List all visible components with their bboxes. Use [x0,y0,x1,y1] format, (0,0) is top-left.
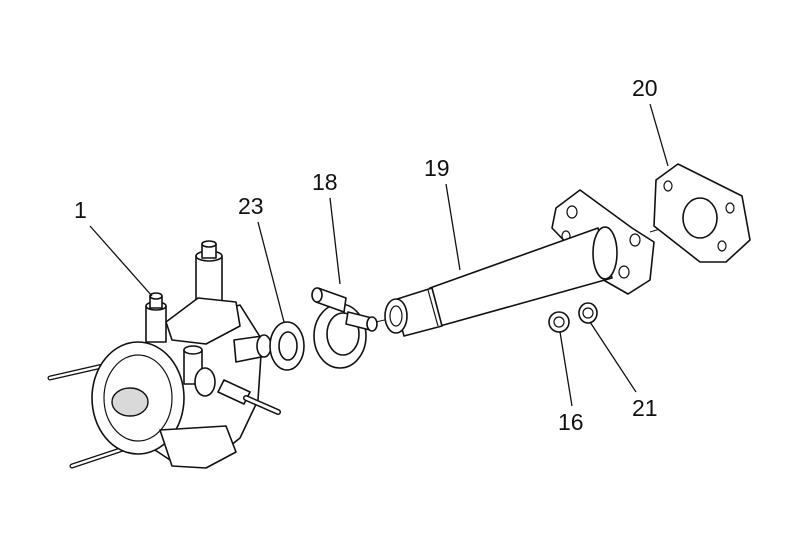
callout-labels: 1 23 18 19 20 16 21 [74,75,658,435]
callout-23: 23 [238,193,264,219]
leader-23 [257,221,285,323]
callout-1: 1 [74,197,87,223]
leader-21 [589,321,637,393]
callout-21: 21 [632,395,658,421]
callout-19: 19 [424,155,450,181]
gasket-ring-part-23 [269,321,305,371]
leader-16 [559,331,573,407]
leader-20 [649,103,669,167]
leader-1 [89,225,153,297]
clamp-collar-part-18 [311,287,378,369]
intake-manifold-part-19 [384,189,655,337]
carburettor-part-1 [47,240,281,469]
leader-18 [329,197,341,285]
nut-part-16 [548,311,570,333]
washer-part-21 [578,302,598,324]
leader-19 [445,183,461,271]
callout-18: 18 [312,169,338,195]
callout-16: 16 [558,409,584,435]
callout-20: 20 [632,75,658,101]
flange-gasket-part-20 [653,163,751,263]
leader-lines [89,103,669,407]
